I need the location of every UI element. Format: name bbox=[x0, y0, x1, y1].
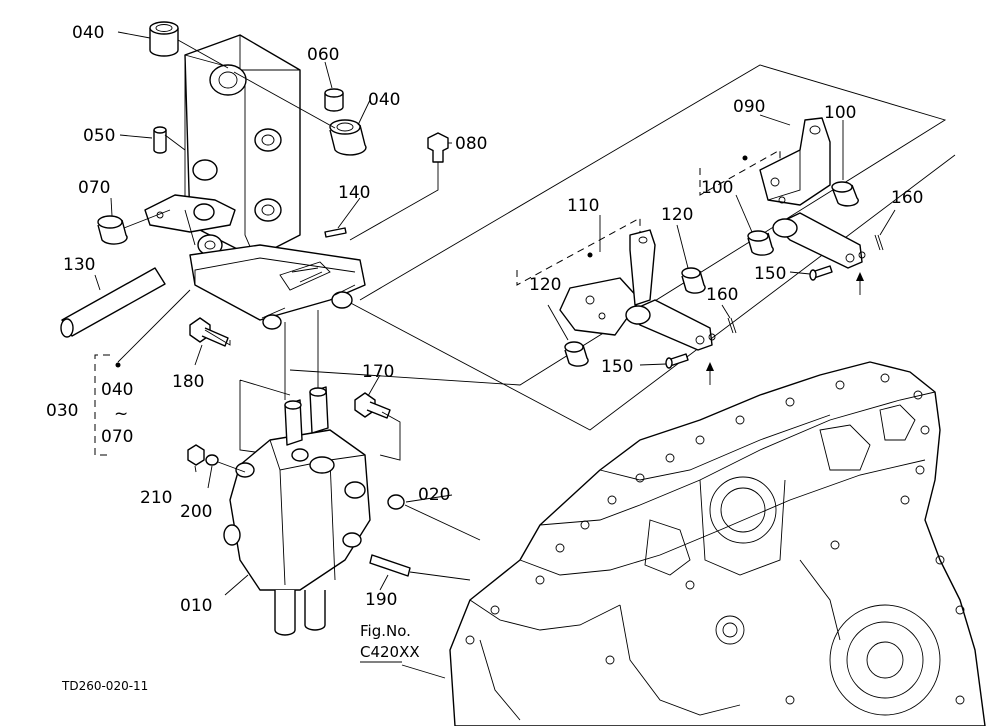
callout-160-middle: 160 bbox=[706, 285, 738, 305]
cotter-160-upper bbox=[874, 234, 884, 251]
shaft-130 bbox=[60, 267, 166, 338]
bolt-080 bbox=[427, 132, 449, 163]
bushing-100-lower bbox=[747, 230, 774, 256]
callout-100-lower: 100 bbox=[701, 178, 733, 198]
callout-090: 090 bbox=[733, 97, 765, 117]
bushing-120-lower bbox=[564, 341, 589, 367]
assembly-lines bbox=[123, 39, 481, 581]
pin-150-middle bbox=[665, 353, 689, 369]
group-030-tilde: ~ bbox=[114, 404, 128, 424]
lever-plate bbox=[144, 194, 236, 246]
fig-ref-number: C420XX bbox=[360, 643, 420, 661]
leader-lines bbox=[94, 31, 896, 679]
callout-140: 140 bbox=[338, 183, 370, 203]
callout-040-top: 040 bbox=[72, 23, 104, 43]
callout-060: 060 bbox=[307, 45, 339, 65]
callout-160-upper: 160 bbox=[891, 188, 923, 208]
stud-190 bbox=[369, 554, 411, 577]
bushing-120-upper bbox=[681, 267, 706, 294]
drawing-code: TD260-020-11 bbox=[61, 679, 148, 693]
bushing-070 bbox=[97, 215, 128, 245]
group-030-bracket bbox=[94, 354, 110, 456]
bushing-060 bbox=[324, 88, 344, 112]
callout-050: 050 bbox=[83, 126, 115, 146]
bushing-040-right bbox=[329, 119, 367, 156]
callout-150-upper: 150 bbox=[754, 264, 786, 284]
callout-170: 170 bbox=[362, 362, 394, 382]
o-ring-020 bbox=[387, 494, 405, 510]
pin-150-upper bbox=[809, 265, 833, 281]
callout-210: 210 bbox=[140, 488, 172, 508]
callout-110: 110 bbox=[567, 196, 599, 216]
pin-140 bbox=[324, 227, 347, 238]
callout-150-middle: 150 bbox=[601, 357, 633, 377]
lift-arm-bracket bbox=[184, 34, 366, 330]
callout-030: 030 bbox=[46, 401, 78, 421]
callout-120-upper: 120 bbox=[661, 205, 693, 225]
bushing-040-top bbox=[149, 21, 179, 57]
group-030-to: 070 bbox=[101, 427, 133, 447]
transmission-case bbox=[449, 361, 986, 726]
callout-200: 200 bbox=[180, 502, 212, 522]
lever-arm-upper bbox=[772, 212, 866, 269]
callout-010: 010 bbox=[180, 596, 212, 616]
bushing-100-upper bbox=[831, 181, 859, 207]
group-030-bullet bbox=[115, 362, 121, 368]
bracket-090 bbox=[742, 117, 831, 206]
callout-020: 020 bbox=[418, 485, 450, 505]
control-valve bbox=[223, 386, 371, 636]
callout-100-upper: 100 bbox=[824, 103, 856, 123]
group-030-from: 040 bbox=[101, 380, 133, 400]
callout-180: 180 bbox=[172, 372, 204, 392]
cotter-160-middle bbox=[727, 317, 737, 334]
callout-040-right: 040 bbox=[368, 90, 400, 110]
callout-080: 080 bbox=[455, 134, 487, 154]
washer-200 bbox=[205, 454, 219, 466]
callout-190: 190 bbox=[365, 590, 397, 610]
callout-120-lower: 120 bbox=[529, 275, 561, 295]
nut-210 bbox=[187, 444, 205, 466]
bracket-110 bbox=[559, 229, 656, 336]
callout-070: 070 bbox=[78, 178, 110, 198]
fig-ref-label: Fig.No. bbox=[360, 622, 411, 640]
lever-arm-middle bbox=[625, 299, 716, 351]
bolt-170 bbox=[354, 392, 391, 419]
pin-050 bbox=[153, 126, 167, 154]
insertion-arrows bbox=[706, 272, 864, 385]
callout-130: 130 bbox=[63, 255, 95, 275]
case-bolt-holes bbox=[465, 373, 965, 705]
